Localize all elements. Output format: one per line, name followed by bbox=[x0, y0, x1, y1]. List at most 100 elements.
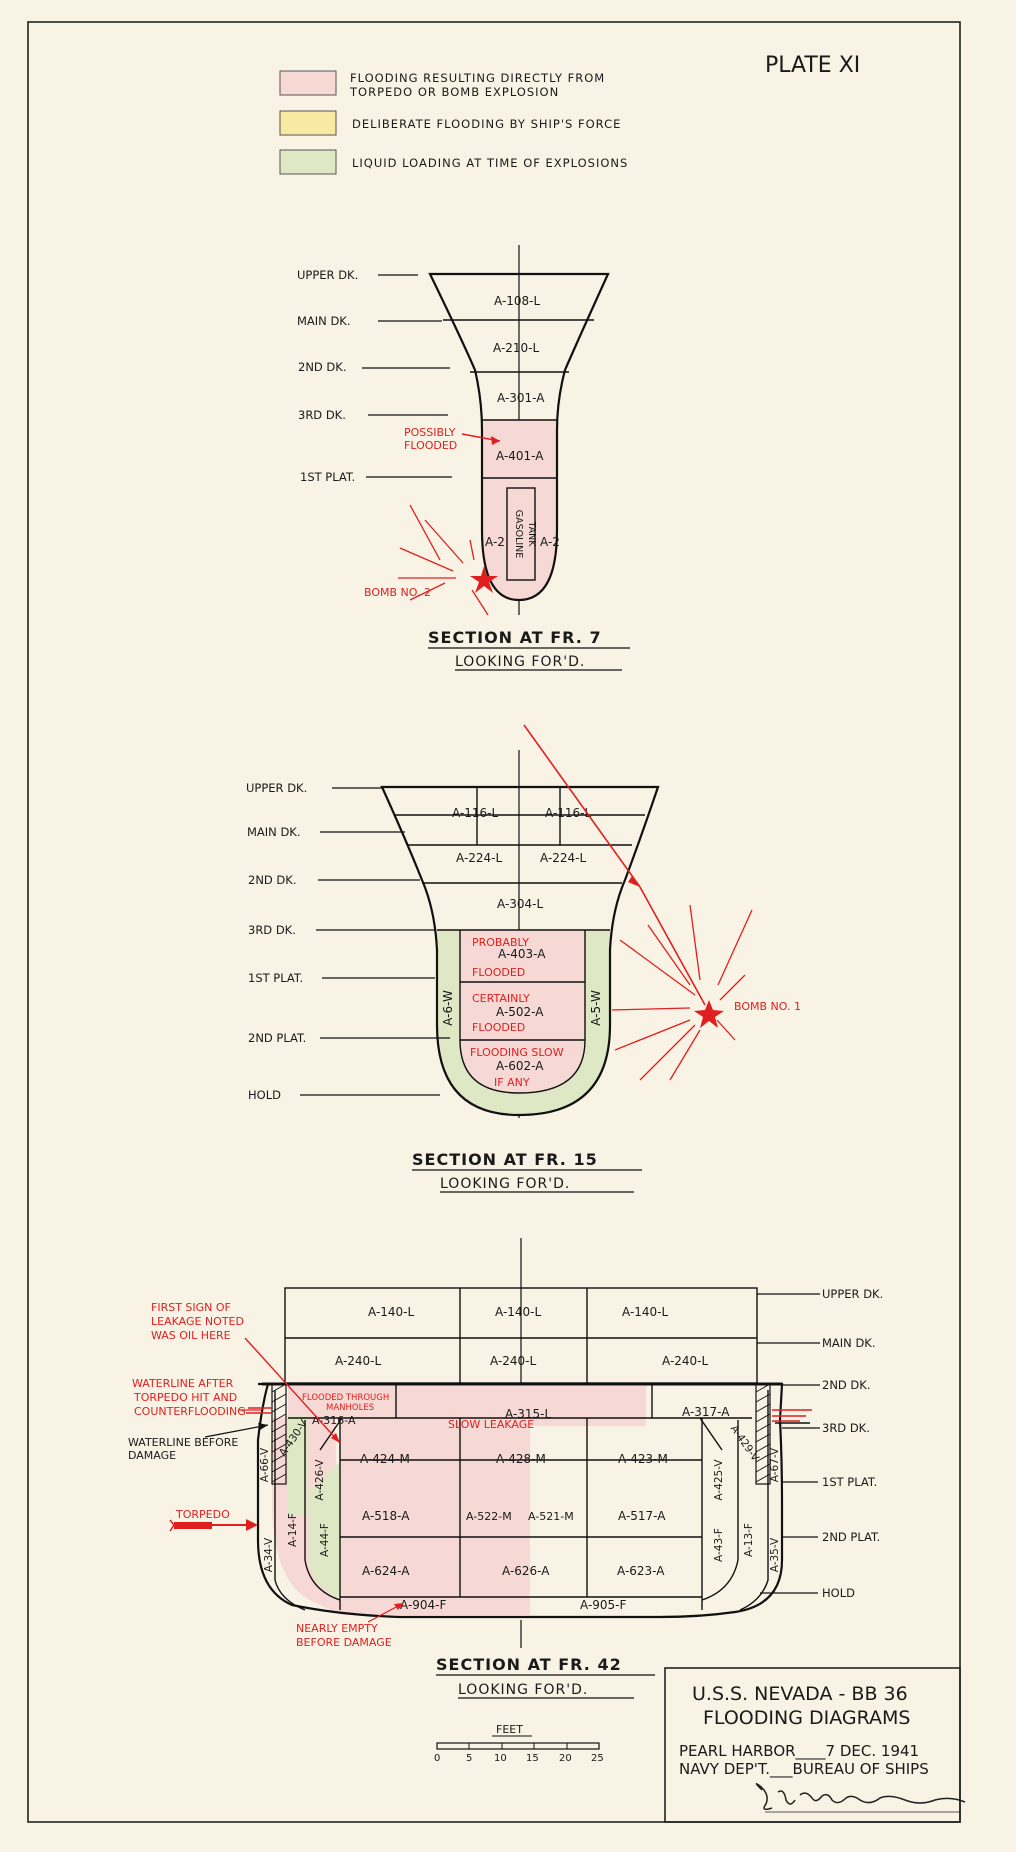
legend-label-deliberate: DELIBERATE FLOODING BY SHIP'S FORCE bbox=[352, 117, 621, 131]
compartment-a240l-center: A-240-L bbox=[490, 1354, 537, 1368]
section-subtitle: LOOKING FOR'D. bbox=[458, 1682, 588, 1698]
compartment-a140l-port: A-140-L bbox=[368, 1305, 415, 1319]
deck-label: 1ST PLAT. bbox=[822, 1475, 877, 1489]
compartment-a67v: A-67-V bbox=[769, 1447, 781, 1482]
hull-outline-fr42 bbox=[256, 1382, 784, 1619]
compartment-a428m: A-428-M bbox=[496, 1452, 546, 1466]
scale-bar: FEET 0 5 10 15 20 25 bbox=[434, 1723, 604, 1764]
note-if-any: IF ANY bbox=[494, 1076, 530, 1089]
sheet-border bbox=[27, 21, 961, 1823]
note-nearly-empty: NEARLY EMPTY bbox=[296, 1622, 378, 1635]
deck-label: 2ND PLAT. bbox=[822, 1530, 880, 1544]
note-possibly: POSSIBLY bbox=[404, 426, 456, 439]
compartment-a35v: A-35-V bbox=[769, 1537, 781, 1572]
legend: FLOODING RESULTING DIRECTLY FROM TORPEDO… bbox=[279, 70, 627, 175]
tank-label-1: GASOLINE bbox=[513, 510, 524, 559]
compartment-a502a: A-502-A bbox=[496, 1005, 544, 1019]
deck-label: UPPER DK. bbox=[297, 268, 358, 282]
hatch-lines bbox=[271, 1383, 771, 1483]
scale-tick: 15 bbox=[526, 1753, 539, 1764]
compartment-a602a: A-602-A bbox=[496, 1059, 544, 1073]
note-bomb-1: BOMB NO. 1 bbox=[734, 1000, 801, 1013]
compartment-a224l-stbd: A-224-L bbox=[540, 851, 587, 865]
compartment-a13f: A-13-F bbox=[743, 1523, 755, 1557]
legend-swatch-deliberate bbox=[279, 110, 337, 136]
deck-label: HOLD bbox=[822, 1586, 855, 1600]
deck-label: UPPER DK. bbox=[822, 1287, 883, 1301]
section-title: SECTION AT FR. 7 bbox=[428, 628, 602, 647]
section-fr7: A-108-L A-210-L A-301-A A-401-A A-2 A-2 … bbox=[297, 245, 630, 671]
legend-label-flooding-1: FLOODING RESULTING DIRECTLY FROM bbox=[350, 71, 605, 85]
gasoline-tank bbox=[506, 487, 536, 581]
compartment-a116l-port: A-116-L bbox=[452, 806, 499, 820]
deck-label: 3RD DK. bbox=[248, 923, 296, 937]
deck-label: 2ND DK. bbox=[248, 873, 296, 887]
compartment-a240l-stbd: A-240-L bbox=[662, 1354, 709, 1368]
section-title: SECTION AT FR. 15 bbox=[412, 1150, 598, 1169]
diagram-title: FLOODING DIAGRAMS bbox=[703, 1707, 910, 1729]
note-flooded: FLOODED bbox=[472, 1021, 525, 1034]
plate-label: PLATE XI bbox=[765, 53, 860, 78]
bomb-trajectory bbox=[639, 886, 706, 1006]
deck-label: 2ND DK. bbox=[822, 1378, 870, 1392]
note-torpedo: TORPEDO bbox=[175, 1508, 230, 1521]
compartment-a34v: A-34-V bbox=[263, 1537, 275, 1572]
compartment-a518a: A-518-A bbox=[362, 1509, 410, 1523]
flood-fill-center bbox=[332, 1418, 530, 1615]
compartment-a423m: A-423-M bbox=[618, 1452, 668, 1466]
compartment-a66v: A-66-V bbox=[259, 1447, 271, 1482]
compartment-a425v: A-425-V bbox=[713, 1459, 725, 1501]
compartment-a5w: A-5-W bbox=[589, 990, 603, 1026]
compartment-a905f: A-905-F bbox=[580, 1598, 627, 1612]
section-subtitle: LOOKING FOR'D. bbox=[455, 654, 585, 670]
compartment-a403a: A-403-A bbox=[498, 947, 546, 961]
section-subtitle: LOOKING FOR'D. bbox=[440, 1176, 570, 1192]
compartment-a521m: A-521-M bbox=[528, 1510, 574, 1523]
scale-tick: 20 bbox=[559, 1753, 572, 1764]
bomb-star bbox=[470, 566, 498, 593]
compartment-a140l-stbd: A-140-L bbox=[622, 1305, 669, 1319]
legend-swatch-liquid bbox=[279, 149, 337, 175]
compartment-a44f: A-44-F bbox=[319, 1523, 331, 1557]
note-leakage: LEAKAGE NOTED bbox=[151, 1315, 244, 1328]
bomb-trajectory bbox=[523, 724, 641, 888]
note-waterline-after: WATERLINE AFTER bbox=[132, 1377, 234, 1390]
section-fr15: A-116-L A-116-L A-224-L A-224-L A-304-L … bbox=[246, 724, 801, 1193]
note-certainly: CERTAINLY bbox=[472, 992, 530, 1005]
note-flooding-slow: FLOODING SLOW bbox=[470, 1046, 564, 1059]
deck-label: 1ST PLAT. bbox=[300, 470, 355, 484]
compartment-a317a: A-317-A bbox=[682, 1405, 730, 1419]
note-counterflooding: COUNTERFLOODING bbox=[134, 1405, 246, 1418]
deck-label: 3RD DK. bbox=[298, 408, 346, 422]
compartment-a108l: A-108-L bbox=[494, 294, 541, 308]
deck-label: MAIN DK. bbox=[247, 825, 301, 839]
deck-label: UPPER DK. bbox=[246, 781, 307, 795]
signature-graphic bbox=[755, 1783, 966, 1813]
liquid-fill-a14f bbox=[287, 1416, 307, 1516]
legend-label-flooding-2: TORPEDO OR BOMB EXPLOSION bbox=[349, 85, 559, 99]
deck-label: 3RD DK. bbox=[822, 1421, 870, 1435]
compartment-a401a: A-401-A bbox=[496, 449, 544, 463]
liquid-fill-a44f bbox=[310, 1460, 342, 1600]
note-waterline-before-2: DAMAGE bbox=[128, 1449, 176, 1462]
compartment-a316a: A-316-A bbox=[312, 1414, 356, 1427]
scale-label: FEET bbox=[496, 1723, 523, 1736]
compartment-a626a: A-626-A bbox=[502, 1564, 550, 1578]
hull-outline-fr7 bbox=[428, 272, 610, 602]
tank-label-2: TANK bbox=[526, 521, 537, 548]
note-before-damage: BEFORE DAMAGE bbox=[296, 1636, 392, 1649]
scale-tick: 5 bbox=[466, 1753, 472, 1764]
compartment-a43f: A-43-F bbox=[713, 1528, 725, 1562]
torpedo-symbol bbox=[169, 1519, 258, 1532]
bomb-star bbox=[694, 1000, 724, 1028]
deck-label: 2ND DK. bbox=[298, 360, 346, 374]
section-title: SECTION AT FR. 42 bbox=[436, 1655, 622, 1674]
compartment-a301a: A-301-A bbox=[497, 391, 545, 405]
waterline-before-leader bbox=[204, 1424, 269, 1438]
deck-label: HOLD bbox=[248, 1088, 281, 1102]
flood-fill-a316 bbox=[288, 1386, 396, 1418]
note-torpedo-hit: TORPEDO HIT AND bbox=[133, 1391, 237, 1404]
title-block: U.S.S. NEVADA - BB 36 FLOODING DIAGRAMS … bbox=[664, 1667, 966, 1823]
flood-fill-a904f bbox=[340, 1597, 530, 1615]
